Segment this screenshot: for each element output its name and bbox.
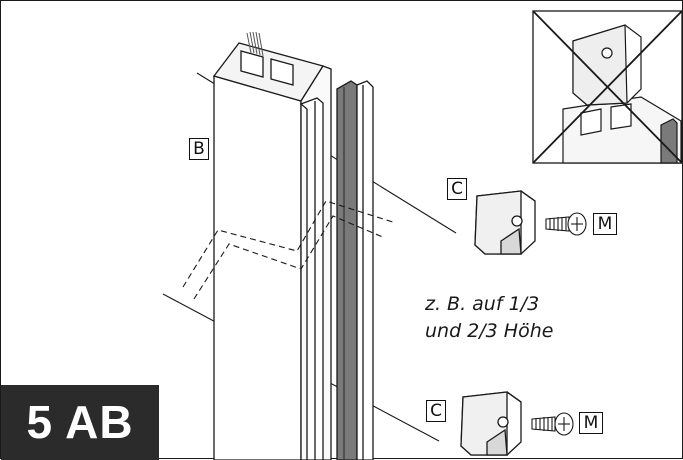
crossed-out-inset-icon bbox=[532, 10, 683, 164]
dashed-cutaway bbox=[182, 200, 397, 300]
height-note-line-2: und 2/3 Höhe bbox=[425, 320, 554, 342]
brush-seal bbox=[246, 31, 264, 57]
label-end-cap-upper: C bbox=[447, 178, 467, 200]
height-note: z. B. auf 1/3 und 2/3 Höhe bbox=[425, 291, 553, 345]
label-screw-lower: M bbox=[579, 412, 603, 434]
height-note-line-1: z. B. auf 1/3 bbox=[425, 293, 540, 315]
step-badge: 5 AB bbox=[1, 385, 159, 460]
end-cap-icon-lower bbox=[460, 391, 522, 456]
label-profile-b: B bbox=[189, 138, 209, 160]
end-cap-icon-upper bbox=[474, 190, 536, 255]
screw-icon-lower bbox=[531, 412, 574, 436]
label-end-cap-lower: C bbox=[426, 400, 446, 422]
label-screw-upper: M bbox=[593, 213, 617, 235]
screw-icon-upper bbox=[545, 212, 587, 236]
profile-drawing bbox=[212, 31, 374, 460]
